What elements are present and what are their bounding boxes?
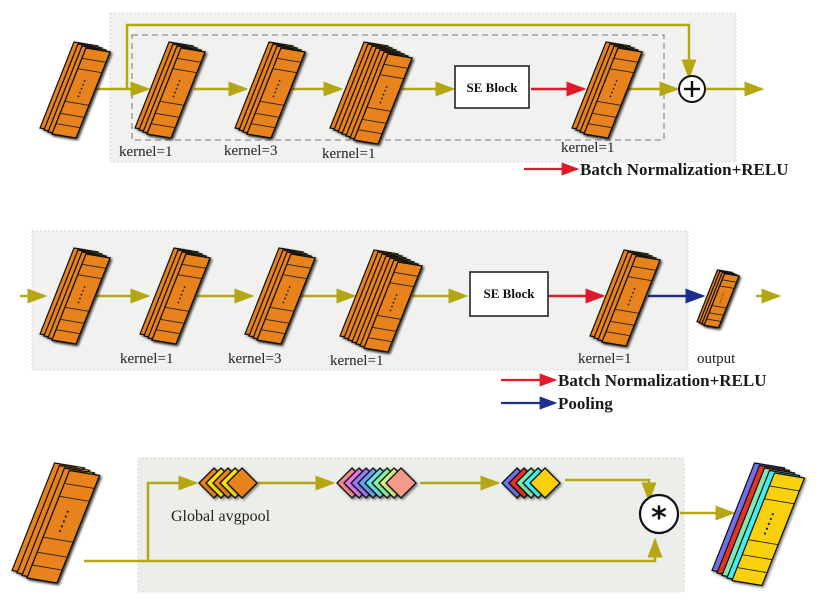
feature-map-slice [731, 472, 806, 587]
kernel-label: kernel=1 [119, 144, 172, 160]
feature-map-stack-conv3 [244, 247, 316, 345]
output-label: output [697, 351, 736, 367]
channel-tile [529, 467, 561, 499]
feature-map-slice [583, 47, 643, 139]
se-block-label: SE Block [484, 286, 536, 301]
add-operator [678, 75, 706, 103]
se-block-diagram: Global avgpool * [11, 457, 806, 593]
excitation-tiles [336, 467, 417, 499]
global-avgpool-tiles [198, 467, 258, 499]
kernel-label: kernel=1 [330, 353, 383, 369]
feature-map-slice [51, 47, 111, 139]
legend: Batch Normalization+RELU Pooling [501, 371, 766, 413]
multiply-symbol: * [651, 501, 667, 536]
residual-block-diagram: SE Block kernel=1 kernel=3 kernel=1 kern… [39, 12, 788, 179]
channel-tile [385, 467, 417, 499]
kernel-label: kernel=1 [120, 351, 173, 367]
feature-map-stack-out [589, 249, 661, 347]
feature-map-slice [151, 253, 211, 345]
feature-map-slice [256, 253, 316, 345]
downsample-block-diagram: SE Block kernel=1 kernel=3 kernel=1 kern… [20, 230, 782, 413]
feature-map-stack-input [39, 247, 111, 345]
legend-bn-relu-label: Batch Normalization+RELU [580, 160, 788, 179]
feature-map-stack-out [571, 41, 643, 139]
feature-map-slice [51, 253, 111, 345]
se-block-box [454, 65, 530, 109]
feature-map-slice [601, 255, 661, 347]
se-block-box [469, 271, 549, 317]
scale-path-arrow [565, 478, 657, 503]
kernel-label: kernel=1 [578, 351, 631, 367]
kernel-label: kernel=3 [224, 143, 277, 159]
kernel-label: kernel=1 [322, 146, 375, 162]
feature-map-stack-conv3 [234, 41, 306, 139]
feature-map-slice [26, 469, 101, 584]
panel-background [109, 12, 737, 163]
feature-map-stack-conv1b [329, 41, 413, 145]
kernel-label: kernel=3 [228, 351, 281, 367]
squeeze-path-arrow [146, 475, 199, 561]
scale-tiles [501, 467, 561, 499]
legend-bn-relu-label: Batch Normalization+RELU [558, 371, 766, 390]
multiply-circle-icon [638, 493, 680, 535]
feature-map-stack-conv1 [139, 247, 211, 345]
feature-map-slice [146, 47, 206, 139]
residual-path-arrow [84, 537, 663, 563]
multiply-operator: * [638, 493, 680, 536]
feature-map-stack-input [39, 41, 111, 139]
feature-map-stack-input [11, 462, 101, 584]
feature-map-slice [703, 272, 740, 329]
kernel-label: kernel=1 [561, 140, 614, 156]
se-block-label: SE Block [467, 80, 519, 95]
feature-map-slice [353, 53, 413, 145]
feature-map-slice [246, 47, 306, 139]
feature-map-stack-conv1 [134, 41, 206, 139]
skip-connection-arrow [125, 23, 697, 89]
channel-tile [226, 467, 258, 499]
legend: Batch Normalization+RELU [524, 160, 788, 179]
feature-map-stack-pooled [696, 269, 740, 329]
feature-map-slice [363, 261, 423, 353]
global-avgpool-label: Global avgpool [171, 508, 271, 525]
legend-pooling-label: Pooling [558, 394, 613, 413]
feature-map-stack-recalibrated [711, 462, 806, 587]
feature-map-stack-conv1b [339, 249, 423, 353]
